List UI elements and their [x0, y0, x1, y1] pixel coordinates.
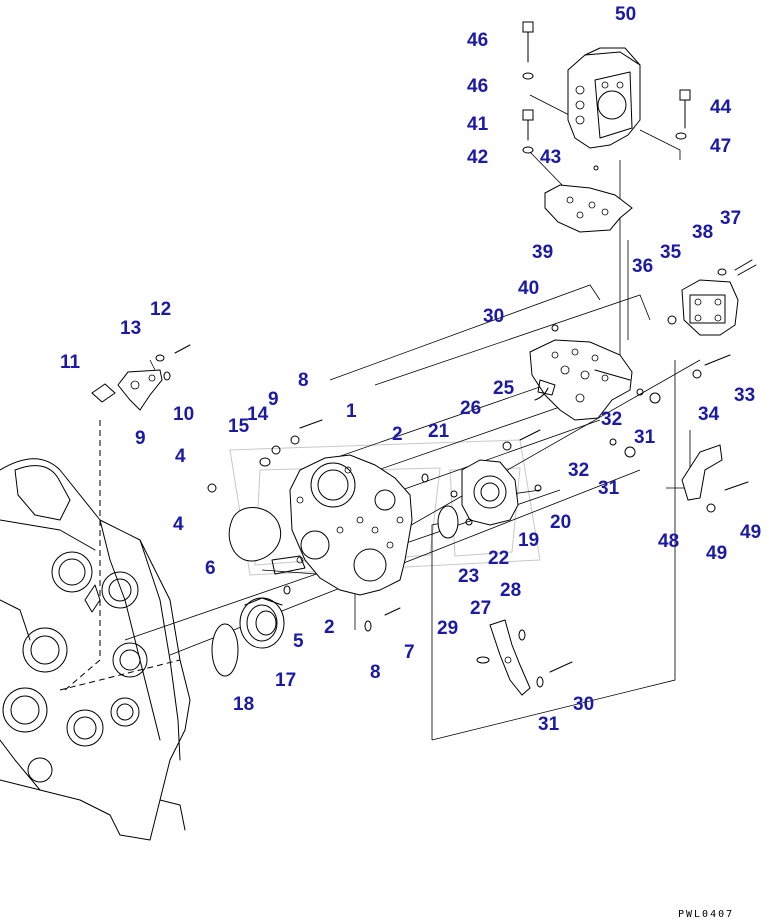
pump-cover [437, 459, 519, 539]
callout-39: 39 [532, 242, 553, 263]
valve-body [529, 339, 633, 421]
callout-2b: 2 [324, 617, 335, 638]
gasket [228, 507, 282, 562]
callout-36: 36 [632, 256, 653, 277]
callout-6: 7 [404, 642, 415, 663]
callout-21: 21 [428, 421, 450, 442]
callout-30: 30 [483, 306, 504, 327]
callout-10: 8 [298, 370, 309, 391]
callout-20: 20 [550, 512, 571, 533]
callout-41: 41 [467, 114, 489, 135]
callout-4: 4 [175, 446, 186, 467]
callout-19: 19 [518, 530, 539, 551]
callout-24: 26 [460, 398, 481, 419]
callout-11: 9 [268, 389, 279, 410]
callout-15: 12 [150, 299, 171, 320]
o-ring [211, 623, 239, 677]
callout-28: 30 [573, 694, 594, 715]
callout-14: 11 [60, 352, 81, 373]
small-brackets [489, 444, 723, 696]
drawing-code: PWL0407 [678, 909, 734, 920]
valve-cover [681, 279, 739, 336]
callout-23: 25 [493, 378, 515, 399]
callout-2: 2 [392, 424, 403, 445]
callout-34: 34 [698, 404, 720, 425]
callout-37: 37 [720, 208, 741, 229]
bracket [91, 369, 163, 411]
callout-13: 10 [173, 404, 194, 425]
callout-25: 27 [470, 598, 491, 619]
callout-44: 44 [710, 97, 732, 118]
callout-9: 15 [228, 416, 250, 437]
callout-26: 28 [500, 580, 521, 601]
callout-47: 48 [658, 531, 679, 552]
front-housing [271, 454, 413, 596]
callout-18: 18 [233, 694, 254, 715]
callout-46: 46 [467, 76, 488, 97]
callout-31b: 31 [598, 478, 620, 499]
oil-seal [239, 597, 285, 649]
callout-17: 17 [275, 670, 296, 691]
callout-32: 32 [601, 409, 622, 430]
callout-45: 46 [467, 30, 488, 51]
callout-7: 8 [370, 662, 381, 683]
callout-46b: 47 [710, 136, 731, 157]
callout-38: 38 [692, 222, 713, 243]
callout-12: 9 [135, 428, 146, 449]
mounting-plate [544, 184, 633, 233]
callout-3: 4 [173, 514, 184, 535]
callout-42: 42 [467, 147, 488, 168]
callout-48: 49 [740, 522, 761, 543]
callout-43: 43 [540, 147, 561, 168]
callout-50: 50 [615, 4, 636, 25]
callout-4b: 5 [293, 631, 304, 652]
callout-21b: 22 [488, 548, 509, 569]
engine-block [0, 420, 191, 841]
callout-33: 33 [734, 385, 755, 406]
callout-1: 1 [346, 401, 357, 422]
callout-27: 29 [437, 618, 458, 639]
small-parts [155, 72, 727, 688]
callout-16: 13 [120, 318, 141, 339]
bolts [174, 21, 757, 673]
callout-22: 23 [458, 566, 479, 587]
top-valve [567, 47, 641, 149]
callout-8: 14 [247, 404, 269, 425]
callout-31: 31 [634, 427, 656, 448]
callouts: 50 46 46 41 42 43 44 47 39 37 38 35 36 4… [60, 4, 761, 735]
callout-29: 31 [538, 714, 560, 735]
callout-35: 35 [660, 242, 682, 263]
callout-40: 40 [518, 278, 539, 299]
callout-32b: 32 [568, 460, 589, 481]
callout-5: 6 [205, 558, 216, 579]
callout-49: 49 [706, 543, 727, 564]
